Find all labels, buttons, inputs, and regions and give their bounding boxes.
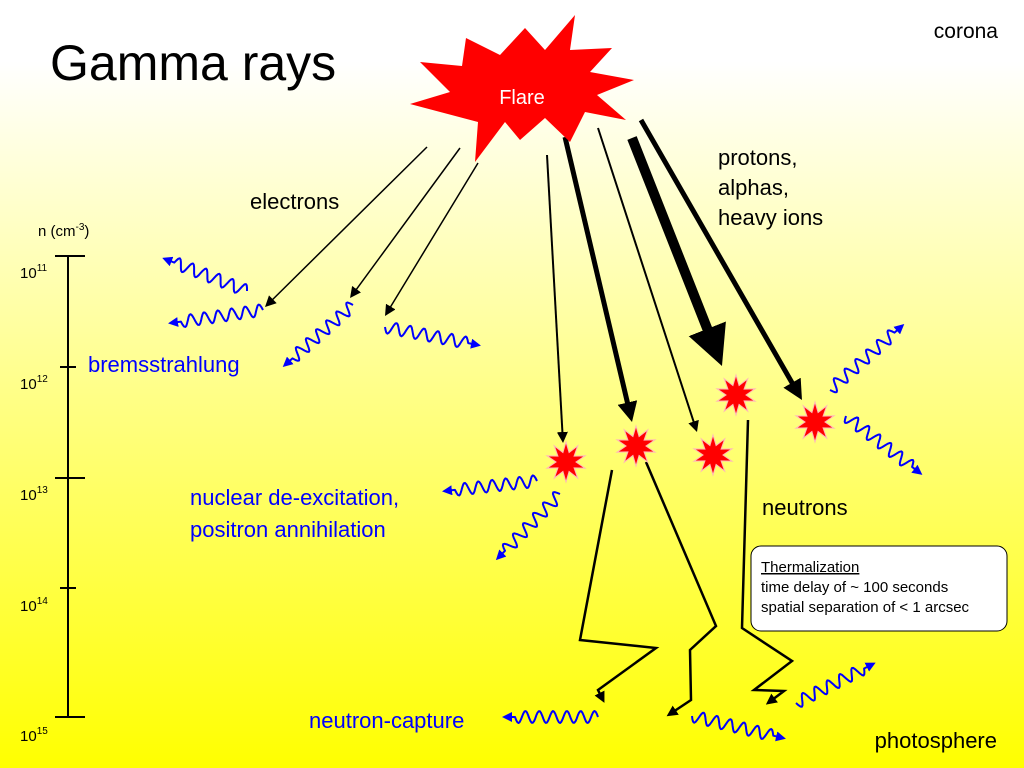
density-tick-label: 1014 (20, 596, 48, 615)
tick-base: 10 (20, 376, 37, 393)
ions-label-line: heavy ions (718, 205, 823, 230)
thermalization-title: Thermalization (761, 559, 859, 576)
gamma-ray-wave (168, 303, 264, 328)
tick-base: 10 (20, 487, 37, 504)
ions-label-line: alphas, (718, 175, 789, 200)
density-tick-label: 1013 (20, 485, 48, 504)
density-axis-title-exponent: -3 (76, 222, 85, 233)
density-tick-label: 1012 (20, 374, 48, 393)
thermalization-line: spatial separation of < 1 arcsec (761, 599, 970, 616)
neutron-paths (578, 419, 795, 717)
electron-arrow (350, 147, 461, 299)
ions-label-line: protons, (718, 145, 798, 170)
thermalization-line: time delay of ~ 100 seconds (761, 579, 948, 596)
gamma-rays (162, 256, 923, 742)
corona-label: corona (934, 20, 999, 43)
photosphere-label: photosphere (875, 728, 997, 753)
electron-arrow (385, 162, 479, 316)
tick-exponent: 14 (37, 596, 49, 607)
electron-arrow (265, 146, 428, 308)
slide-title: Gamma rays (50, 35, 336, 91)
tick-exponent: 13 (37, 485, 49, 496)
ion-arrows (546, 118, 802, 443)
density-axis-title: n (cm-3) (38, 222, 89, 240)
electrons-label: electrons (250, 189, 339, 214)
neutron-capture-label: neutron-capture (309, 708, 464, 733)
gamma-ray-wave (495, 491, 561, 561)
tick-exponent: 15 (37, 726, 49, 737)
gamma-ray-wave (162, 256, 248, 294)
ion-arrow-medium (638, 118, 802, 401)
tick-base: 10 (20, 265, 37, 282)
ion-arrow-thin (546, 154, 568, 443)
neutron-path (740, 419, 795, 705)
gamma-ray-wave (843, 415, 923, 475)
flare-label: Flare (499, 87, 545, 109)
ion-arrow-thick (627, 136, 726, 367)
gamma-ray-wave (829, 324, 905, 394)
nuclear-process-label-line: nuclear de-excitation, (190, 485, 399, 510)
ion-arrow-medium (562, 136, 638, 423)
tick-exponent: 11 (37, 263, 48, 274)
density-axis: n (cm-3) 1011 1012 1013 1014 1015 (20, 222, 89, 745)
tick-exponent: 12 (37, 374, 49, 385)
density-tick-label: 1015 (20, 726, 48, 745)
gamma-ray-wave (442, 474, 538, 497)
density-axis-title-close: ) (84, 223, 89, 240)
ion-arrow-thin (597, 127, 699, 433)
density-tick-label: 1011 (20, 263, 48, 282)
neutron-path (578, 469, 660, 703)
tick-base: 10 (20, 728, 37, 745)
thermalization-box-frame (750, 545, 1008, 632)
neutron-path (644, 461, 718, 717)
thermalization-box: Thermalization time delay of ~ 100 secon… (750, 545, 1008, 632)
bremsstrahlung-label: bremsstrahlung (88, 352, 240, 377)
density-axis-title-base: n (cm (38, 223, 76, 240)
neutrons-label: neutrons (762, 495, 848, 520)
gamma-ray-wave (691, 711, 786, 742)
tick-base: 10 (20, 598, 37, 615)
nuclear-process-label-line: positron annihilation (190, 517, 386, 542)
gamma-ray-wave (795, 662, 876, 708)
electron-arrows (265, 146, 479, 316)
gamma-ray-wave (502, 710, 599, 724)
gamma-ray-wave (384, 322, 481, 349)
flare-burst (410, 15, 634, 162)
gamma-ray-wave (282, 301, 354, 367)
